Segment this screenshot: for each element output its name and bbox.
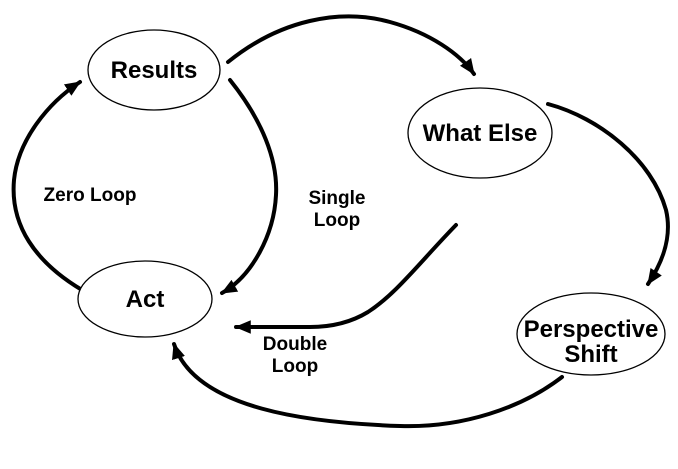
perspective-shift-to-act-arrow <box>172 342 564 429</box>
perspective-shift-ellipse <box>516 292 666 376</box>
what-else-to-perspective-shift-arrow <box>546 102 670 286</box>
results-ellipse <box>87 29 221 111</box>
double-loop-label-line2: Loop <box>272 356 318 377</box>
zero-loop-arrow-act-to-results <box>11 80 84 292</box>
perspective-shift-label-line1: Perspective <box>524 316 659 343</box>
node-perspective-shift: Perspective Shift <box>516 292 666 376</box>
act-ellipse <box>77 260 213 338</box>
act-label: Act <box>126 286 165 313</box>
results-label: Results <box>111 57 198 84</box>
single-loop-arrow-results-to-act <box>220 78 279 295</box>
loop-labels: Zero Loop Single Loop Double Loop <box>44 185 366 377</box>
double-loop-arrow-what-else-to-act <box>234 223 458 334</box>
double-loop-label-line1: Double <box>263 334 327 355</box>
node-act: Act <box>77 260 213 338</box>
results-to-what-else-arrow <box>226 14 476 76</box>
single-loop-label-line2: Loop <box>314 210 360 231</box>
node-results: Results <box>87 29 221 111</box>
zero-loop-label: Zero Loop <box>44 185 137 206</box>
what-else-label: What Else <box>423 120 538 147</box>
single-loop-label-line1: Single <box>308 188 365 209</box>
what-else-ellipse <box>407 87 553 179</box>
perspective-shift-label-line2: Shift <box>564 341 617 368</box>
diagram-arrows <box>11 14 670 429</box>
node-what-else: What Else <box>407 87 553 179</box>
